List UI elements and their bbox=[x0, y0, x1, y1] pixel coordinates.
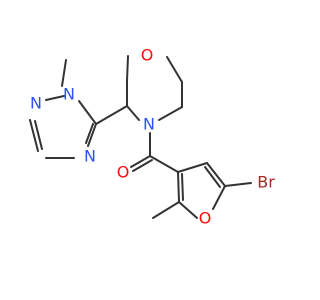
bond bbox=[78, 100, 97, 125]
bond bbox=[166, 56, 183, 83]
bond bbox=[85, 123, 94, 144]
bond bbox=[212, 185, 226, 210]
bond bbox=[152, 201, 180, 219]
bond bbox=[126, 55, 129, 82]
bond bbox=[130, 155, 151, 168]
bond bbox=[177, 171, 180, 203]
bond bbox=[149, 155, 179, 173]
bond bbox=[126, 105, 140, 121]
bond bbox=[34, 120, 43, 150]
bond bbox=[206, 162, 226, 187]
bond bbox=[178, 201, 198, 219]
bond bbox=[158, 106, 183, 121]
bond bbox=[132, 159, 153, 172]
molecule-structure: O N O O Br N N N bbox=[29, 46, 275, 228]
bond bbox=[45, 95, 65, 101]
bond bbox=[224, 182, 252, 187]
bond bbox=[95, 105, 128, 125]
triazole-n2-label: N bbox=[30, 94, 42, 113]
carbonyl-oxygen-label: O bbox=[117, 163, 130, 182]
bond bbox=[177, 162, 208, 173]
morpholine-oxygen-label: O bbox=[141, 46, 154, 65]
morpholine-nitrogen-label: N bbox=[143, 115, 155, 134]
bonds bbox=[29, 55, 252, 219]
bond bbox=[181, 173, 184, 201]
triazole-n1-label: N bbox=[63, 85, 75, 104]
furan-oxygen-label: O bbox=[199, 209, 212, 228]
bond bbox=[61, 59, 67, 87]
bond bbox=[204, 166, 221, 188]
triazole-n4-label: N bbox=[84, 147, 96, 166]
bond bbox=[87, 123, 97, 147]
bromine-label: Br bbox=[257, 173, 275, 192]
bond bbox=[29, 119, 39, 152]
